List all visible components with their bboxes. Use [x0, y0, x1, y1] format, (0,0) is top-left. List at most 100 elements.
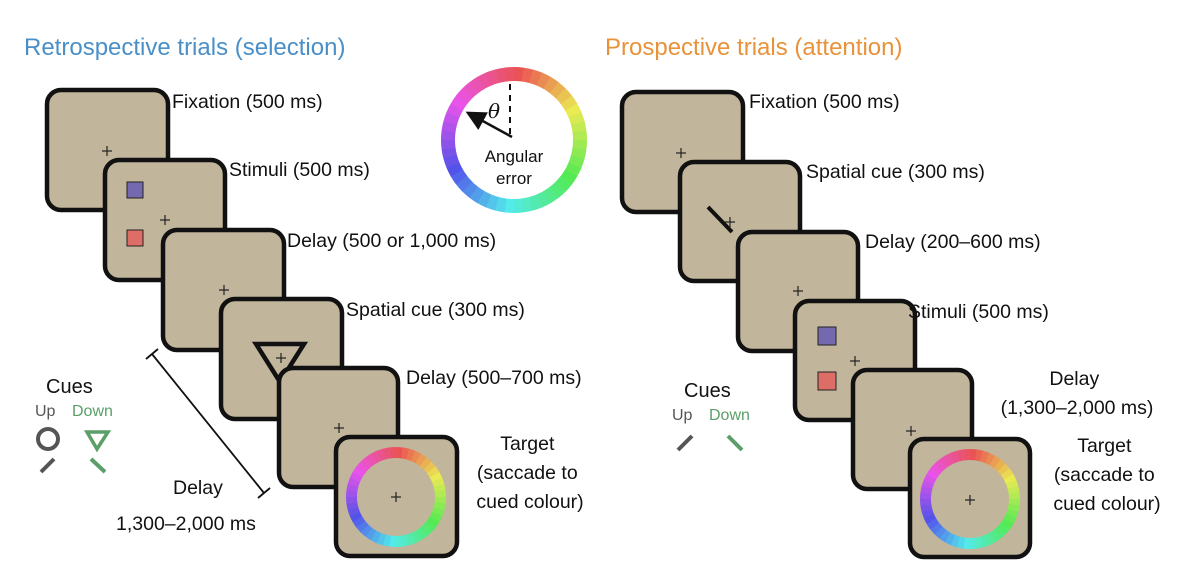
colour-wheel-segment	[405, 533, 416, 546]
line-cue-down-icon	[726, 434, 744, 452]
colour-wheel-segment	[555, 88, 573, 105]
colour-wheel-segment	[434, 490, 446, 498]
cue-down-label: Down	[72, 403, 113, 420]
colour-wheel-segment	[345, 496, 358, 504]
colour-wheel-segment	[462, 81, 479, 99]
colour-wheel-segment	[997, 463, 1010, 476]
colour-wheel-segment	[433, 502, 446, 511]
angular-error-label-line2: error	[496, 169, 532, 188]
colour-wheel-segment	[513, 198, 524, 213]
delay-bracket-label: Delay	[173, 477, 223, 499]
pro-step-spatial-cue-label: Spatial cue (300 ms)	[806, 161, 985, 183]
colour-wheel-segment	[389, 535, 396, 547]
delay-bracket	[145, 348, 271, 499]
colour-wheel-segment	[528, 194, 542, 211]
colour-wheel	[920, 449, 1020, 549]
colour-wheel-segment	[944, 532, 956, 546]
colour-wheel-segment	[979, 535, 990, 548]
colour-wheel-segment	[1007, 486, 1020, 495]
colour-wheel-segment	[921, 508, 934, 519]
pro-step-delay1-label: Delay (200–600 ms)	[865, 231, 1041, 253]
colour-wheel-segment	[455, 175, 473, 192]
colour-wheel-segment	[400, 534, 409, 547]
colour-wheel-segment	[443, 111, 460, 125]
retro-step-target-label: Target (saccade to cued colour)	[476, 433, 583, 513]
colour-wheel-segment	[434, 497, 446, 504]
colour-wheel-segment	[926, 518, 940, 530]
colour-wheel-segment	[426, 516, 440, 528]
colour-wheel-segment	[923, 513, 937, 524]
colour-wheel-segment	[462, 181, 479, 198]
colour-wheel-segment	[433, 484, 446, 493]
colour-wheel-segment	[564, 162, 582, 177]
fixation-cross-icon	[219, 285, 229, 295]
cue-up-label: Up	[35, 403, 56, 420]
colour-wheel-segment	[469, 186, 485, 204]
retro-step-fixation-label: Fixation (500 ms)	[172, 91, 323, 113]
colour-wheel-segment	[521, 196, 533, 213]
colour-wheel-segment	[543, 186, 559, 204]
angular-error-label-line1: Angular	[485, 147, 544, 166]
colour-wheel-segment	[346, 501, 359, 510]
colour-wheel-segment	[495, 67, 507, 84]
retro-cues-legend: Cues Up Down	[35, 376, 113, 474]
theta-symbol: θ	[488, 99, 500, 123]
colour-wheel-segment	[423, 520, 436, 533]
fixation-cross-icon	[850, 356, 860, 366]
colour-wheel-segment	[934, 526, 947, 539]
pro-cues-legend: Cues Up Down	[672, 380, 750, 452]
colour-wheel-segment	[347, 477, 361, 487]
angular-error-legend: θ Angular error	[440, 67, 587, 213]
colour-wheel-segment	[443, 154, 460, 168]
response-arrow-icon	[465, 111, 513, 139]
colour-wheel-segment	[450, 95, 468, 111]
colour-wheel-segment	[980, 450, 990, 464]
colour-wheel-segment	[441, 147, 458, 159]
pro-step-target-label: Target (saccade to cued colour)	[1053, 435, 1160, 515]
colour-wheel-segment	[572, 130, 587, 141]
colour-wheel-segment	[970, 449, 977, 461]
colour-wheel-segment	[370, 530, 382, 544]
colour-wheel-segment	[456, 88, 473, 105]
colour-wheel-segment	[930, 522, 943, 535]
circle-cue-up-icon	[36, 427, 60, 451]
colour-wheel-segment	[352, 466, 366, 478]
colour-wheel-segment	[429, 472, 443, 483]
colour-wheel-segment	[921, 479, 935, 489]
colour-wheel-segment	[950, 534, 960, 548]
colour-wheel-segment	[923, 473, 937, 485]
retro-step-delay1-label: Delay (500 or 1,000 ms)	[287, 230, 496, 252]
colour-wheel-segment	[536, 72, 551, 90]
colour-wheel-segment	[365, 453, 377, 467]
line-cue-up-icon	[39, 457, 56, 474]
colour-wheel-segment	[346, 483, 359, 492]
colour-wheel-segment	[376, 532, 386, 546]
colour-wheel-segment	[356, 520, 369, 533]
colour-wheel-segment	[963, 537, 970, 549]
colour-wheel-segment	[415, 453, 427, 467]
line-cue-down-icon	[89, 457, 107, 474]
colour-wheel-segment	[956, 536, 965, 549]
colour-wheel-segment	[1003, 513, 1017, 525]
colour-wheel-segment	[396, 447, 403, 459]
colour-wheel-segment	[997, 522, 1010, 535]
colour-wheel-segment	[410, 450, 422, 464]
colour-wheel-segment	[984, 452, 996, 466]
colour-wheel-segment	[565, 103, 582, 118]
colour-wheel-segment	[920, 503, 933, 512]
colour-wheel-segment	[426, 466, 440, 478]
retrospective-title: Retrospective trials (selection)	[24, 34, 345, 61]
colour-wheel-segment	[920, 498, 932, 506]
retro-step-stimuli-label: Stimuli (500 ms)	[229, 159, 370, 181]
delay-bracket-duration: 1,300–2,000 ms	[116, 513, 256, 535]
colour-wheel-segment	[360, 524, 373, 537]
colour-wheel-segment	[549, 181, 566, 199]
fixation-cross-icon	[102, 146, 112, 156]
colour-wheel-segment	[382, 534, 391, 547]
colour-wheel-segment	[993, 526, 1006, 539]
fixation-cross-icon	[391, 492, 401, 502]
colour-wheel-segment	[939, 529, 951, 543]
fixation-cross-icon	[906, 426, 916, 436]
colour-wheel-segment	[969, 537, 977, 549]
colour-wheel-segment	[1006, 479, 1019, 490]
